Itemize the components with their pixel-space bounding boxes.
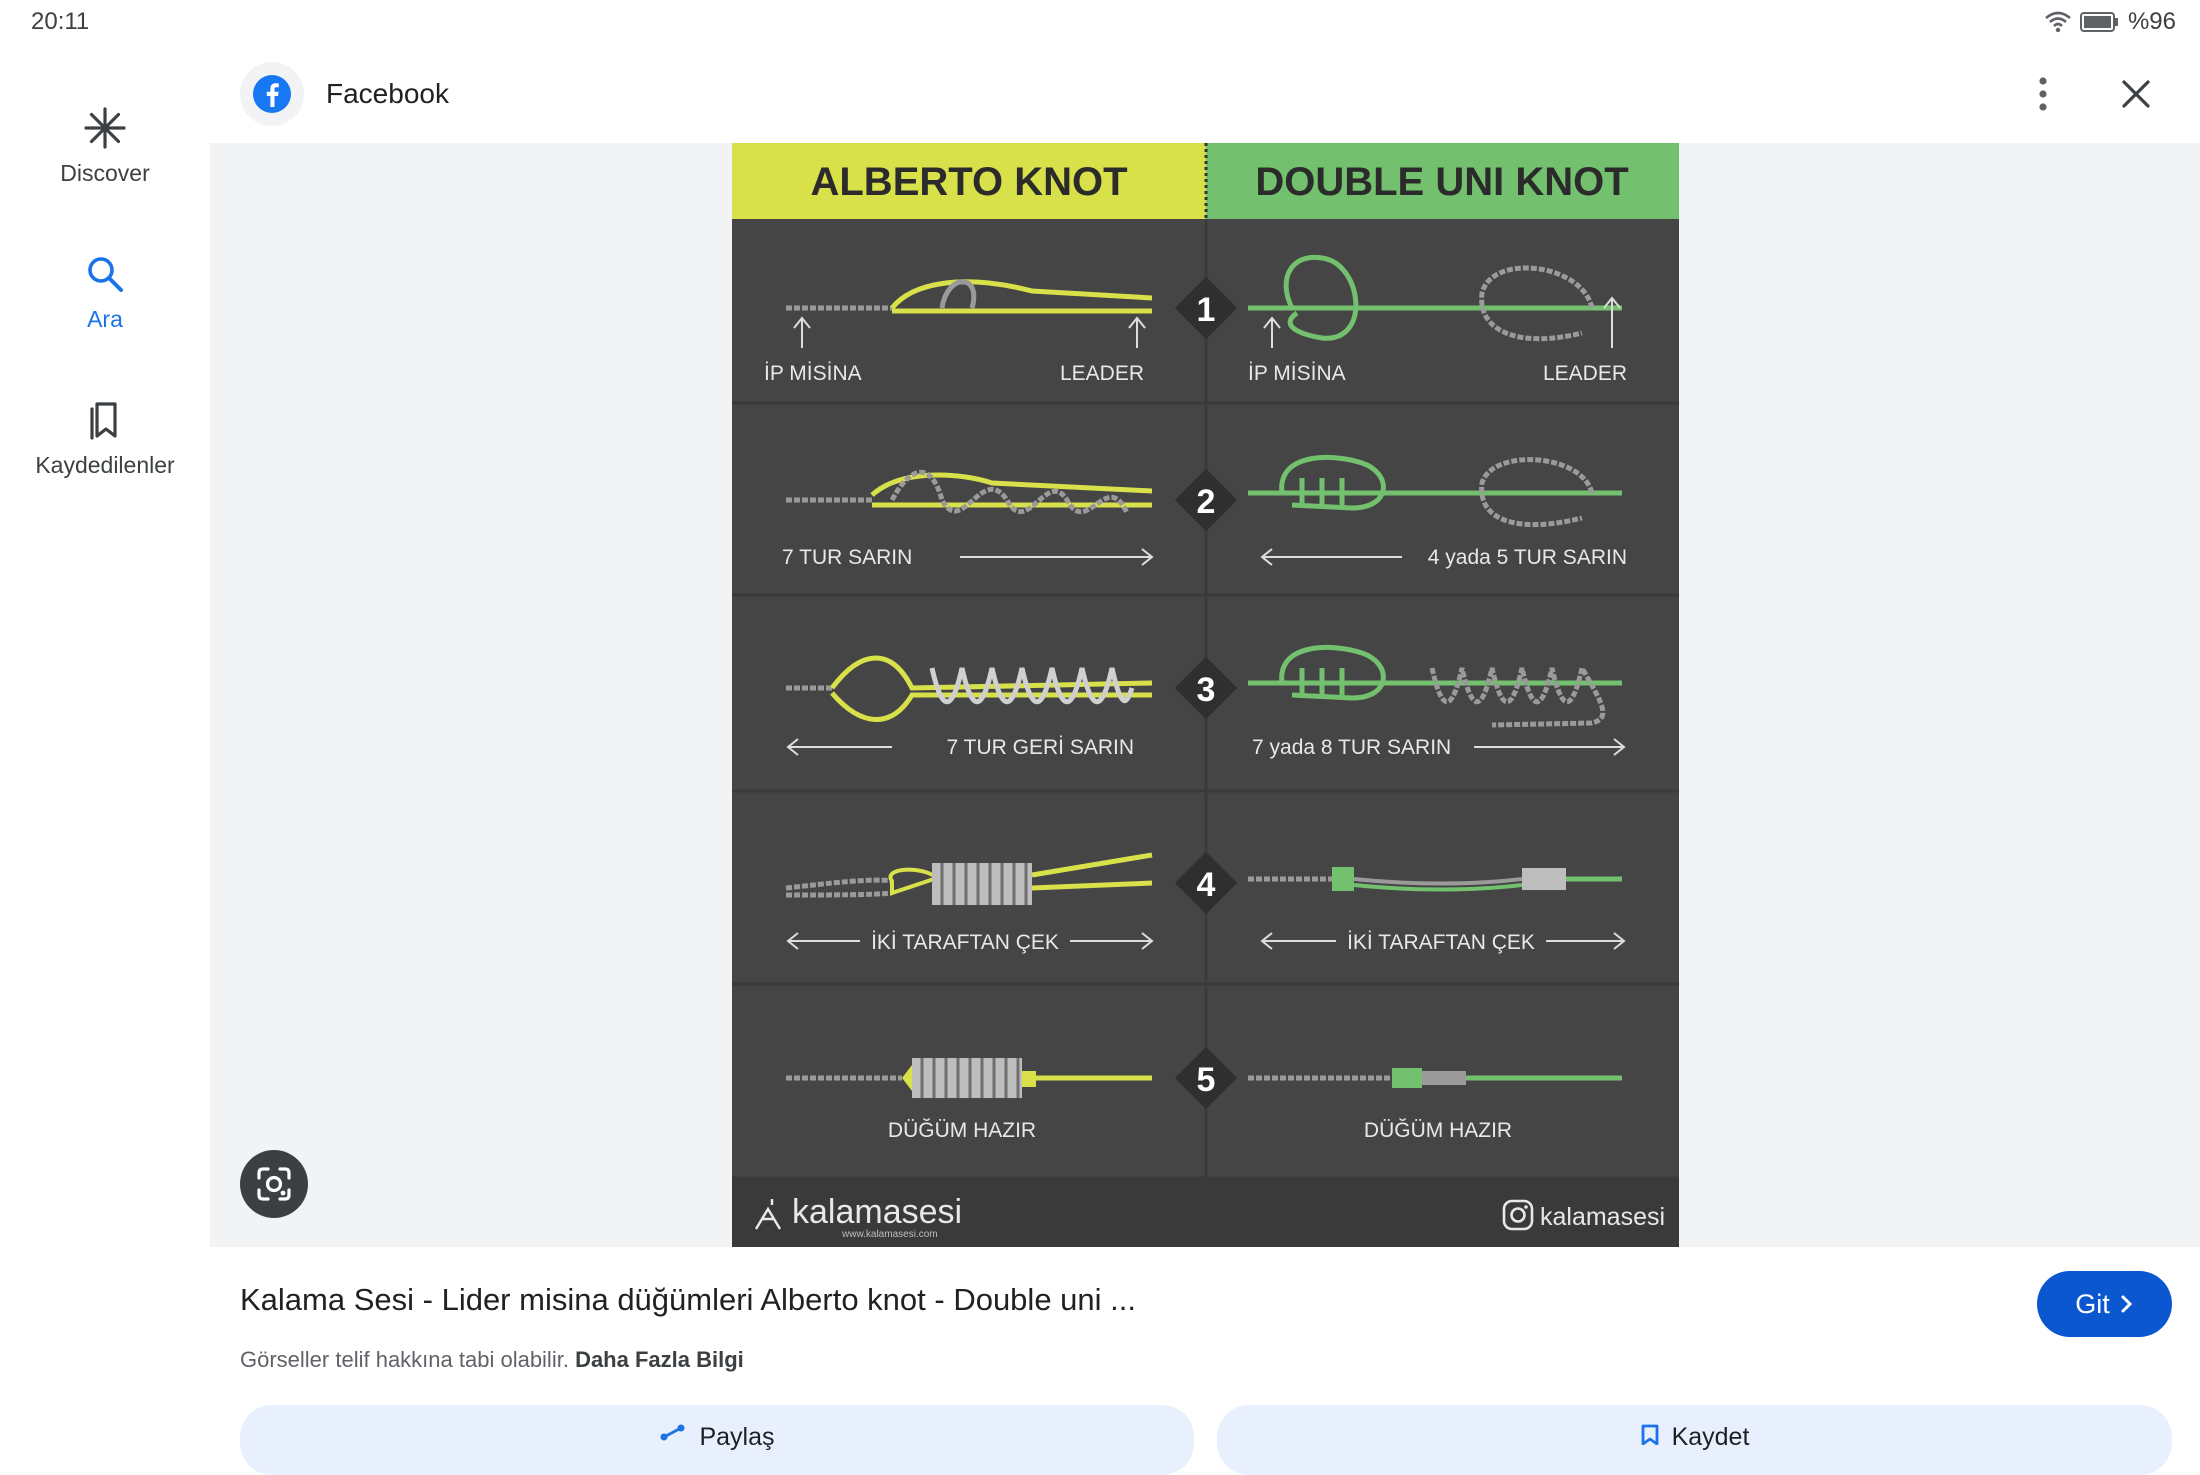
copyright-text: Görseller telif hakkına tabi olabilir. <box>240 1347 569 1372</box>
wifi-icon <box>2045 11 2071 33</box>
double-uni-title: DOUBLE UNI KNOT <box>1255 160 1628 204</box>
step-label: LEADER <box>1060 362 1144 385</box>
navigation-rail: Discover Ara Kaydedilenler <box>0 44 210 1440</box>
save-button-label: Kaydet <box>1671 1423 1750 1451</box>
close-button[interactable] <box>2114 72 2158 116</box>
status-icons: %96 <box>2044 8 2176 36</box>
battery-icon <box>2079 12 2118 32</box>
step-4: İKİ TARAFTAN ÇEK 4 İKİ TARAFTAN ÇEK <box>785 851 1626 956</box>
instagram-credit: kalamasesi <box>1502 1199 1665 1231</box>
knot-infographic[interactable]: ALBERTO KNOT DOUBLE UNI KNOT <box>732 143 1679 1247</box>
step-label: İP MİSİNA <box>764 362 862 385</box>
step-number: 3 <box>1197 671 1216 709</box>
share-button-label: Paylaş <box>699 1423 775 1451</box>
asterisk-icon <box>84 107 126 149</box>
go-button-label: Git <box>2075 1288 2110 1319</box>
step-1: İP MİSİNA LEADER 1 İP MİSİNA LEADER <box>764 254 1627 385</box>
brand-url: www.kalamasesi.com <box>841 1229 938 1240</box>
brand-name: kalamasesi <box>792 1193 962 1231</box>
step-label: 7 yada 8 TUR SARIN <box>1252 736 1451 759</box>
alberto-title: ALBERTO KNOT <box>810 160 1127 204</box>
chevron-right-icon <box>2121 1295 2132 1313</box>
step-number: 1 <box>1197 291 1216 329</box>
status-time: 20:11 <box>31 8 90 35</box>
status-bar: 20:11 %96 <box>0 0 2200 44</box>
save-button[interactable]: Kaydet <box>1217 1405 2172 1475</box>
battery-percent: %96 <box>2127 8 2176 35</box>
row-dividers <box>732 401 1679 1180</box>
image-viewer: ALBERTO KNOT DOUBLE UNI KNOT <box>210 143 2200 1247</box>
viewer-header: Facebook <box>210 44 2200 144</box>
step-label: DÜĞÜM HAZIR <box>888 1119 1036 1142</box>
rail-item-label: Discover <box>60 160 150 186</box>
step-label: 4 yada 5 TUR SARIN <box>1428 546 1627 569</box>
close-icon <box>2122 80 2150 108</box>
rail-item-discover[interactable]: Discover <box>0 106 210 187</box>
source-favicon[interactable] <box>240 62 304 126</box>
result-info: Kalama Sesi - Lider misina düğümleri Alb… <box>240 1247 2200 1475</box>
lens-icon <box>257 1167 291 1201</box>
copyright-notice: Görseller telif hakkına tabi olabilir. D… <box>240 1347 744 1373</box>
search-icon <box>88 257 123 292</box>
rail-item-saved[interactable]: Kaydedilenler <box>0 398 210 479</box>
step-number: 4 <box>1197 866 1216 904</box>
step-label: 7 TUR GERİ SARIN <box>947 736 1134 759</box>
share-icon <box>660 1424 685 1441</box>
more-vert-icon <box>2039 77 2047 111</box>
bookmarks-icon <box>90 402 117 440</box>
bookmark-icon <box>1641 1424 1658 1445</box>
step-label: İP MİSİNA <box>1248 362 1346 385</box>
more-options-button[interactable] <box>2021 72 2065 116</box>
step-number: 5 <box>1197 1061 1216 1099</box>
lens-search-button[interactable] <box>240 1150 308 1218</box>
step-label: İKİ TARAFTAN ÇEK <box>871 931 1059 954</box>
share-button[interactable]: Paylaş <box>240 1405 1194 1475</box>
result-title[interactable]: Kalama Sesi - Lider misina düğümleri Alb… <box>240 1282 1136 1317</box>
step-label: İKİ TARAFTAN ÇEK <box>1347 931 1535 954</box>
step-label: LEADER <box>1543 362 1627 385</box>
more-info-link[interactable]: Daha Fazla Bilgi <box>575 1347 744 1372</box>
alberto-header-band <box>732 143 1206 219</box>
step-label: 7 TUR SARIN <box>782 546 912 569</box>
instagram-handle: kalamasesi <box>1540 1203 1665 1231</box>
brand-logo: kalamasesi www.kalamasesi.com <box>754 1193 962 1240</box>
rail-item-search[interactable]: Ara <box>0 252 210 333</box>
knot-infographic-svg: ALBERTO KNOT DOUBLE UNI KNOT <box>732 143 1679 1247</box>
step-number: 2 <box>1197 483 1216 521</box>
step-5: DÜĞÜM HAZIR 5 DÜĞÜM HAZIR <box>786 1046 1622 1142</box>
double-uni-header-band <box>1206 143 1679 219</box>
source-name[interactable]: Facebook <box>326 78 449 109</box>
rail-item-label: Kaydedilenler <box>35 452 175 478</box>
go-button[interactable]: Git <box>2037 1271 2172 1337</box>
step-label: DÜĞÜM HAZIR <box>1364 1119 1512 1142</box>
rail-item-label: Ara <box>87 306 123 332</box>
facebook-icon <box>253 75 291 113</box>
instagram-icon <box>1502 1199 1534 1231</box>
